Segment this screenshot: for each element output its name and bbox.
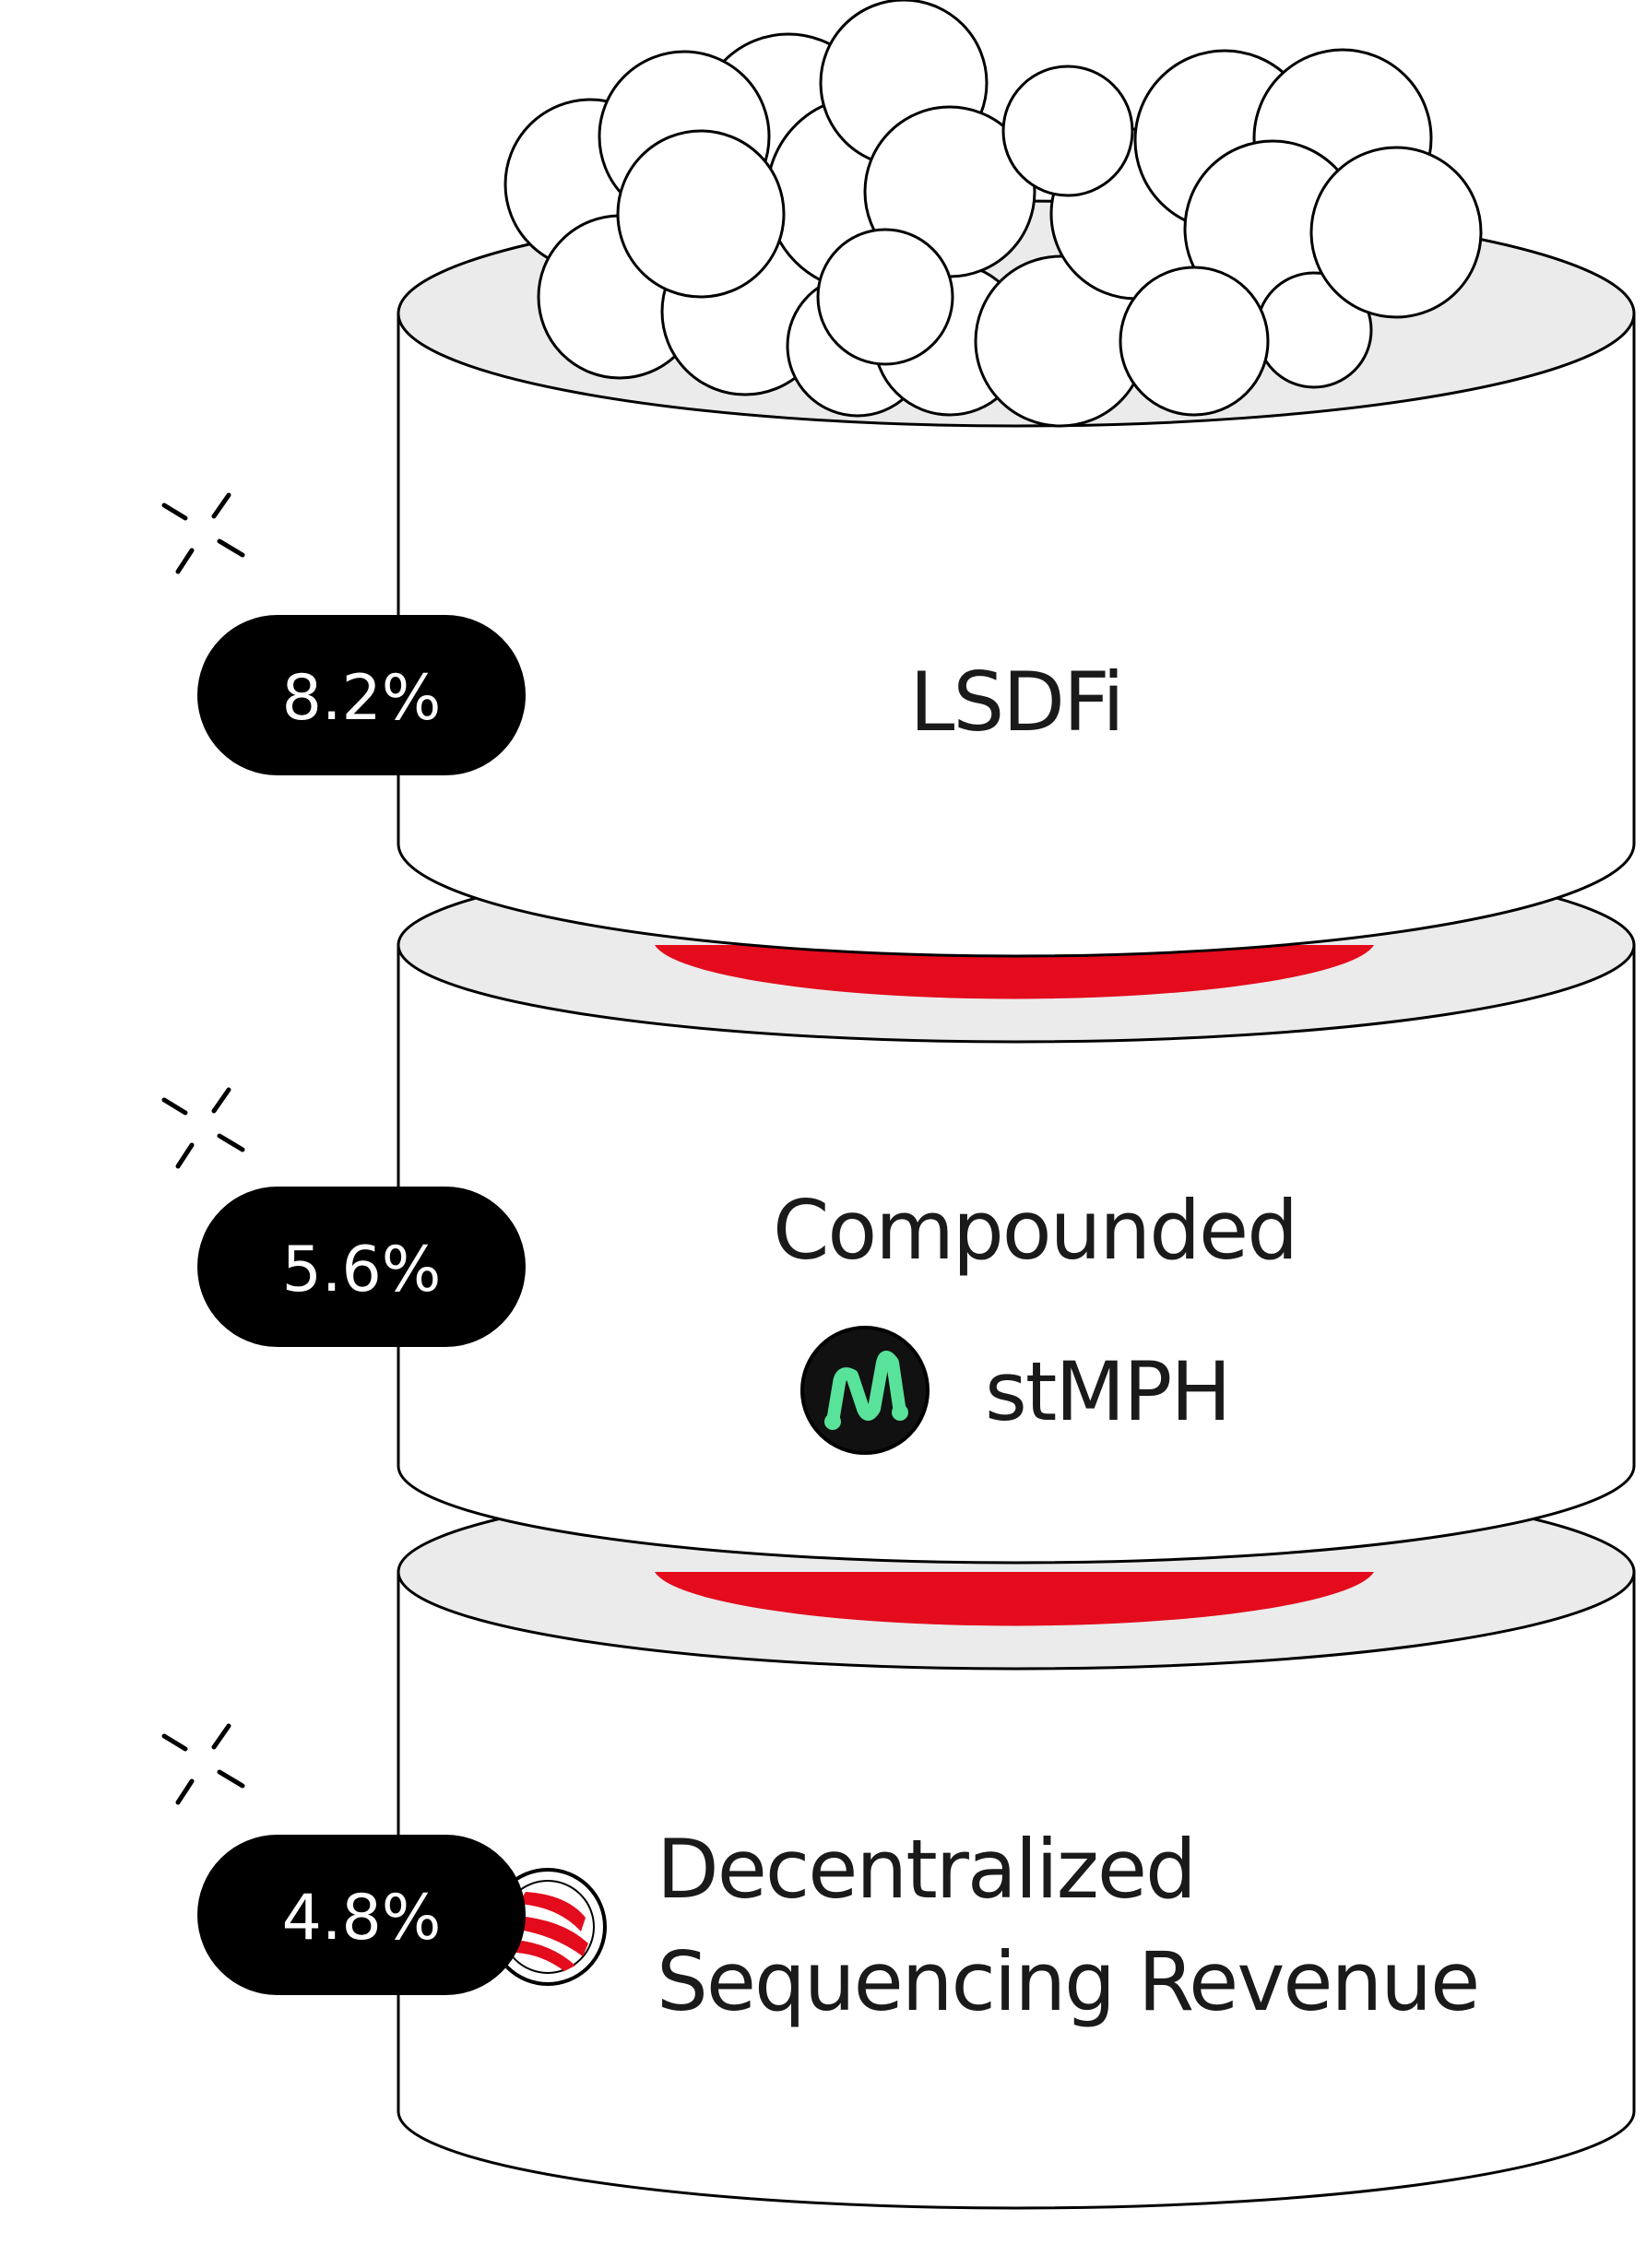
tier-label-line1: Decentralized	[657, 1822, 1195, 1917]
rate-badge: 5.6%	[197, 1187, 526, 1347]
tier-label-line2: Sequencing Revenue	[657, 1934, 1478, 2029]
accent-band	[655, 945, 1374, 999]
tier-sequencing: Decentralized Sequencing Revenue	[397, 1473, 1636, 2210]
rate-value: 8.2%	[282, 662, 442, 735]
rate-badge: 8.2%	[197, 615, 526, 775]
rate-value: 5.6%	[282, 1234, 442, 1306]
stmph-logo-icon	[800, 1326, 930, 1455]
bubbles-decoration	[503, 0, 1483, 428]
tier-label: Compounded	[773, 1183, 1297, 1278]
sparkle-icon	[161, 492, 245, 574]
rate-badge: 4.8%	[197, 1835, 526, 1995]
rate-value: 4.8%	[282, 1882, 442, 1955]
cylinder-body	[397, 1570, 1636, 2210]
cylinder-body	[397, 943, 1636, 1565]
tier-label: LSDFi	[909, 655, 1122, 750]
sparkle-icon	[161, 1087, 245, 1169]
token-label: stMPH	[985, 1344, 1230, 1439]
cylinder-body	[397, 312, 1636, 958]
accent-band	[655, 1572, 1374, 1626]
sparkle-icon	[161, 1723, 245, 1805]
